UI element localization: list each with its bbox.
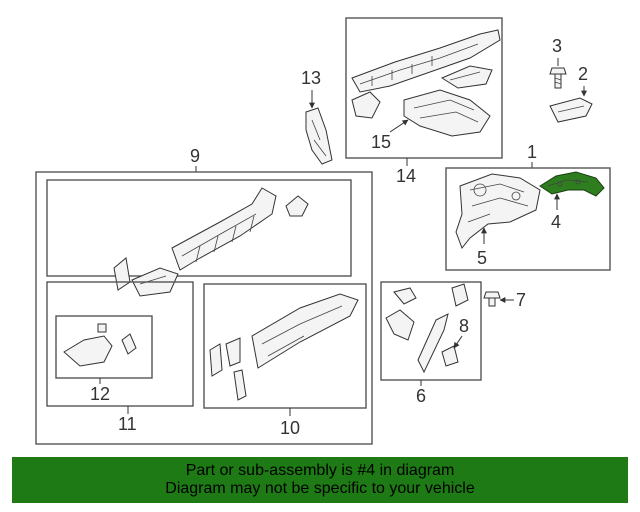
side-bracket-part — [351, 91, 381, 119]
callout-13: 13 — [301, 68, 321, 88]
part-4-highlighted — [539, 171, 605, 197]
callout-10: 10 — [280, 418, 300, 438]
group-6-box — [380, 281, 482, 381]
apron-piece-part — [113, 257, 179, 297]
callout-14: 14 — [396, 166, 416, 186]
callout-6: 6 — [416, 386, 426, 406]
banner-line-2: Diagram may not be specific to your vehi… — [165, 480, 475, 497]
group-10-box — [203, 283, 367, 409]
group-9-box — [35, 171, 373, 445]
small-clip-part — [285, 195, 309, 217]
bracket-part-2 — [549, 97, 593, 123]
group-14-box — [345, 17, 503, 159]
rail-assembly-part — [351, 29, 501, 93]
part-15-shape — [403, 89, 491, 137]
part-10-shape — [209, 293, 359, 401]
group-1-box — [445, 167, 611, 271]
bolt-part-7 — [483, 291, 501, 307]
part-6-shapes — [385, 283, 469, 374]
callout-8: 8 — [459, 316, 469, 336]
callout-12: 12 — [90, 384, 110, 404]
callout-7: 7 — [516, 290, 526, 310]
callout-2: 2 — [578, 64, 588, 84]
banner-line-1: Part or sub-assembly is #4 in diagram — [185, 462, 455, 479]
callout-5: 5 — [477, 248, 487, 268]
upper-group-box — [46, 179, 352, 277]
part-13-shape — [305, 107, 333, 165]
parts-diagram: 15 14 13 3 2 1 5 4 9 — [35, 17, 611, 445]
callout-15: 15 — [371, 132, 391, 152]
small-bracket-part — [440, 65, 493, 89]
group-12-box — [55, 315, 153, 379]
callout-1: 1 — [527, 142, 537, 162]
callout-11: 11 — [118, 414, 137, 434]
info-banner: Part or sub-assembly is #4 in diagram Di… — [12, 457, 628, 503]
callout-3: 3 — [552, 36, 562, 56]
group-11-box — [46, 281, 194, 407]
callout-4: 4 — [551, 212, 561, 232]
part-5-shape — [455, 173, 541, 249]
part-12-shape — [63, 323, 137, 367]
frame-rail-part — [171, 187, 277, 271]
bolt-part-3 — [549, 67, 567, 89]
callout-9: 9 — [190, 146, 200, 166]
